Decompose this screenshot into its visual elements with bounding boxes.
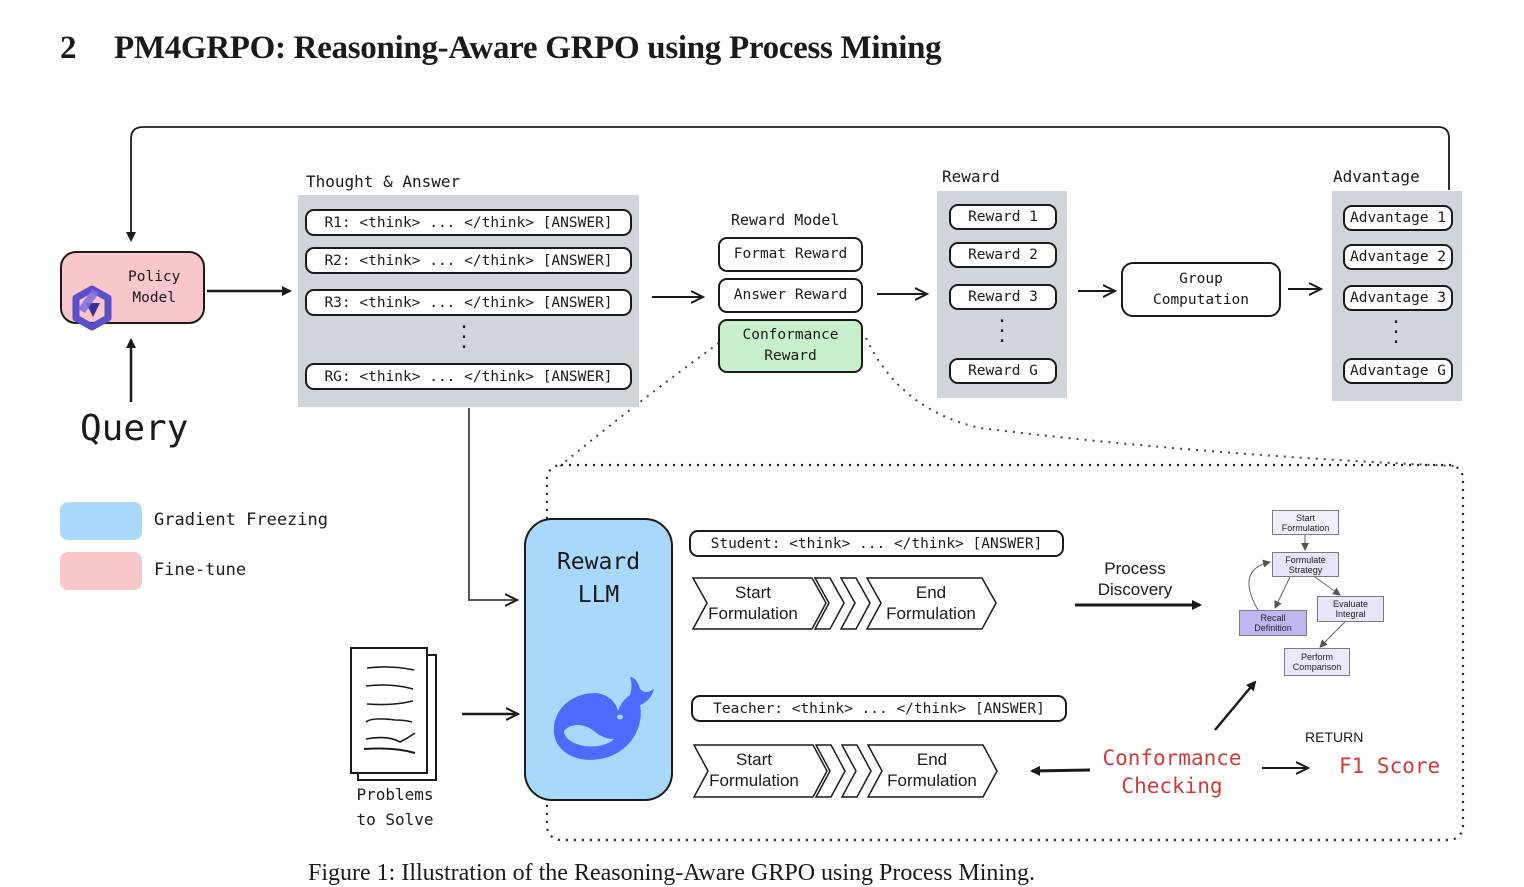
- problems-label: Problems to Solve: [356, 785, 434, 829]
- section-number: 2: [60, 30, 77, 66]
- ellipsis-vertical: · · ·: [996, 311, 1008, 352]
- teacher-process-trace: Start Formulation End Formulation: [692, 744, 998, 798]
- reward-llm-label: Reward LLM: [556, 549, 641, 608]
- legend-swatch-gradient-freezing: [60, 502, 142, 540]
- answer-reward-box[interactable]: Answer Reward: [718, 278, 863, 313]
- process-discovery-label: Process Discovery: [1097, 559, 1173, 599]
- student-step-4-line1: End: [916, 583, 946, 602]
- teacher-step-4-line1: End: [917, 750, 947, 769]
- policy-model-label: Policy Model: [128, 268, 181, 306]
- chevron-step: [866, 744, 998, 798]
- figure-caption: Figure 1: Illustration of the Reasoning-…: [308, 860, 1036, 886]
- advantage-title: Advantage: [1333, 167, 1420, 186]
- student-step-1-line2: Formulation: [708, 604, 798, 623]
- conformance-to-model-arrow: [1214, 680, 1257, 731]
- legend-swatch-fine-tune: [60, 552, 142, 590]
- student-trace[interactable]: Student: <think> ... </think> [ANSWER]: [689, 530, 1064, 557]
- ellipsis-vertical: · · ·: [458, 317, 470, 358]
- query-label: Query: [80, 408, 189, 449]
- teacher-step-1-line2: Formulation: [709, 771, 799, 790]
- reward-item[interactable]: Reward G: [949, 358, 1057, 384]
- chevron-step: [839, 577, 871, 630]
- reward-item[interactable]: Reward 3: [949, 284, 1057, 310]
- pm-edge: [1314, 576, 1341, 596]
- pm-node-evaluate-integral: Evaluate Integral: [1317, 596, 1384, 622]
- return-label: RETURN: [1305, 729, 1364, 745]
- chevron-step: [814, 744, 846, 798]
- chevron-step: [865, 577, 997, 630]
- reward-model-title: Reward Model: [731, 211, 840, 229]
- advantage-item[interactable]: Advantage 3: [1343, 285, 1453, 311]
- student-step-4-line2: Formulation: [886, 604, 976, 623]
- student-process-trace: Start Formulation End Formulation: [691, 577, 997, 630]
- chevron-step: [692, 744, 828, 798]
- advantage-item[interactable]: Advantage 1: [1343, 205, 1453, 231]
- legend-label-gradient-freezing: Gradient Freezing: [154, 510, 328, 530]
- pm-edge: [1274, 576, 1291, 609]
- conformance-to-teacher-arrow: [1030, 765, 1091, 776]
- reward-title: Reward: [942, 167, 1000, 186]
- conformance-checking-label: Conformance Checking: [1102, 746, 1242, 798]
- section-heading: 2 PM4GRPO: Reasoning-Aware GRPO using Pro…: [60, 30, 942, 67]
- deepseek-whale-icon: [548, 675, 658, 765]
- qwen-logo-icon: [68, 264, 116, 330]
- advantage-item[interactable]: Advantage 2: [1343, 244, 1453, 270]
- format-reward-box[interactable]: Format Reward: [718, 237, 863, 272]
- ellipsis-vertical: · · ·: [1390, 312, 1402, 353]
- teacher-step-4-line2: Formulation: [887, 771, 977, 790]
- student-step-1-line1: Start: [735, 583, 771, 602]
- pm-edge: [1248, 559, 1271, 611]
- thought-answer-title: Thought & Answer: [306, 172, 461, 191]
- policy-model-box[interactable]: Policy Model: [60, 251, 205, 330]
- section-title: PM4GRPO: Reasoning-Aware GRPO using Proc…: [114, 30, 942, 66]
- pm-node-perform-comparison: Perform Comparison: [1284, 648, 1350, 676]
- response-row[interactable]: R2: <think> ... </think> [ANSWER]: [305, 247, 632, 274]
- thought-to-reward-llm-arrow: [468, 408, 517, 600]
- chevron-step: [813, 577, 845, 630]
- response-row[interactable]: RG: <think> ... </think> [ANSWER]: [305, 363, 632, 390]
- document-stack-icon: [350, 647, 437, 781]
- teacher-trace[interactable]: Teacher: <think> ... </think> [ANSWER]: [691, 695, 1067, 722]
- pm-node-start-formulation: Start Formulation: [1272, 510, 1339, 535]
- response-row[interactable]: R1: <think> ... </think> [ANSWER]: [305, 209, 632, 236]
- pm-node-recall-definition: Recall Definition: [1239, 610, 1307, 636]
- chevron-step: [691, 577, 827, 630]
- legend-label-fine-tune: Fine-tune: [154, 560, 247, 580]
- reward-llm-box[interactable]: Reward LLM: [524, 518, 673, 801]
- reward-item[interactable]: Reward 1: [949, 204, 1057, 230]
- advantage-item[interactable]: Advantage G: [1343, 358, 1453, 384]
- pm-node-formulate-strategy: Formulate Strategy: [1272, 552, 1339, 577]
- chevron-step: [840, 744, 872, 798]
- f1-score-label: F1 Score: [1339, 754, 1441, 778]
- group-computation-box[interactable]: Group Computation: [1121, 262, 1281, 317]
- teacher-step-1-line1: Start: [736, 750, 772, 769]
- pm-edge: [1319, 621, 1346, 648]
- reward-item[interactable]: Reward 2: [949, 242, 1057, 268]
- response-row[interactable]: R3: <think> ... </think> [ANSWER]: [305, 289, 632, 316]
- conformance-reward-box[interactable]: Conformance Reward: [718, 319, 863, 373]
